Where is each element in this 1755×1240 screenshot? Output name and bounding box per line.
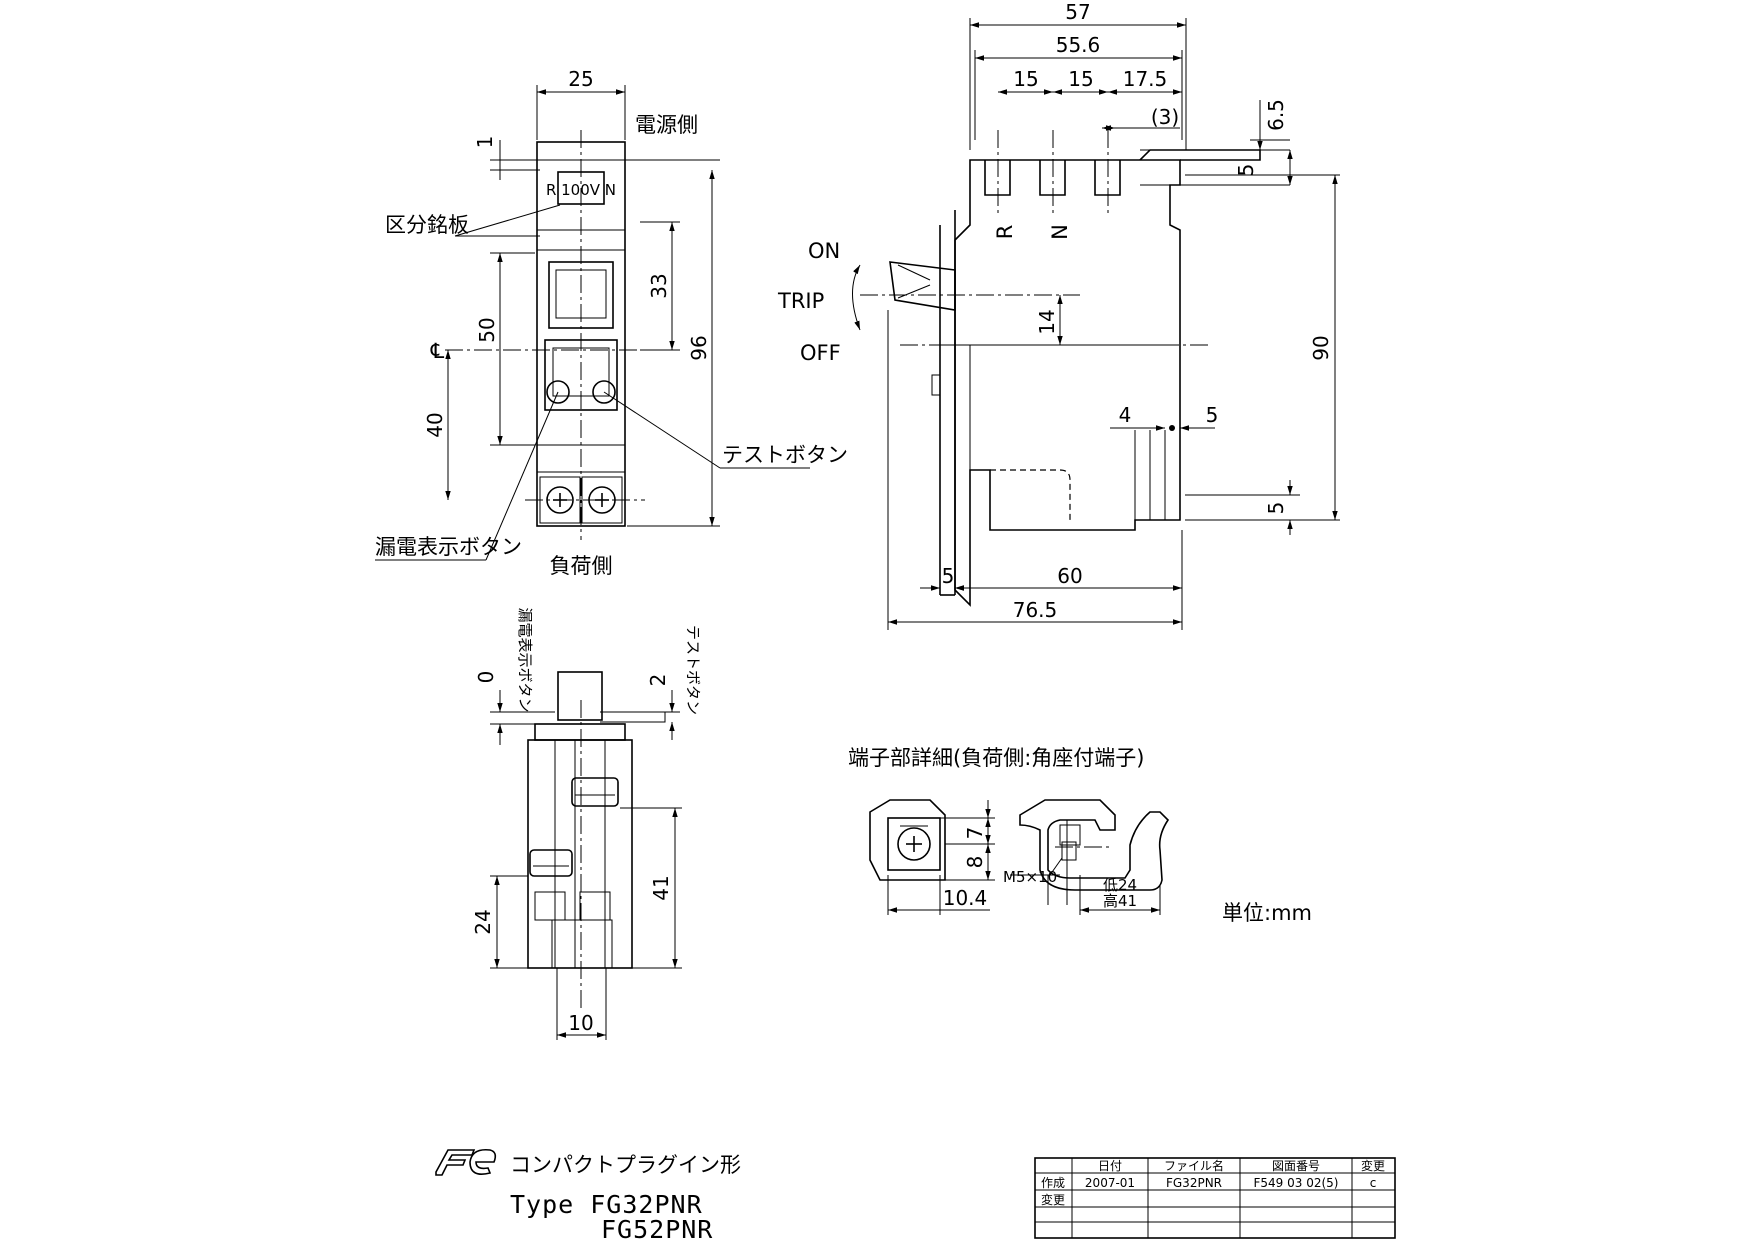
side-view: R N ON TRIP OFF 57 55.6 15 15 17.5 (3) 6… bbox=[777, 0, 1340, 630]
title-block: 日付 ファイル名 図面番号 変更 作成 2007-01 FG32PNR F549… bbox=[1034, 1157, 1396, 1239]
tb-row2-label: 変更 bbox=[1041, 1192, 1065, 1207]
dim-5-left: 5 bbox=[942, 564, 955, 588]
front-view: R 100V N 25 1 96 33 bbox=[375, 67, 848, 578]
tb-header-drawing: 図面番号 bbox=[1272, 1159, 1320, 1173]
dim-5-top: 5 bbox=[1234, 164, 1258, 177]
tb-row1-label: 作成 bbox=[1041, 1176, 1065, 1190]
high-spec-label: 高41 bbox=[1103, 892, 1137, 910]
dim-17-5: 17.5 bbox=[1123, 67, 1168, 91]
bottom-leak-button-label: 漏電表示ボタン bbox=[516, 607, 534, 712]
dim-15b: 15 bbox=[1068, 67, 1093, 91]
bottom-body-outline bbox=[527, 739, 633, 969]
dim-60: 60 bbox=[1057, 564, 1082, 588]
screw-spec-label: M5×10 bbox=[1003, 868, 1057, 886]
dim-57: 57 bbox=[1065, 0, 1090, 24]
dim-width: 25 bbox=[568, 67, 593, 91]
tb-row1-file: FG32PNR bbox=[1166, 1176, 1222, 1190]
tb-row1-date: 2007-01 bbox=[1085, 1176, 1135, 1190]
name-plate-label: 区分銘板 bbox=[385, 213, 469, 237]
dim-55-6: 55.6 bbox=[1056, 33, 1101, 57]
dim-33: 33 bbox=[647, 273, 671, 298]
centerline-symbol: ℄ bbox=[428, 339, 447, 363]
tb-header-date: 日付 bbox=[1098, 1159, 1122, 1173]
dim-50: 50 bbox=[475, 317, 499, 342]
dim-top-gap: 1 bbox=[473, 136, 497, 149]
terminal-detail-title: 端子部詳細(負荷側:角座付端子) bbox=[848, 746, 1144, 770]
dim-4: 4 bbox=[1119, 403, 1132, 427]
on-label: ON bbox=[808, 239, 840, 263]
tb-header-change: 変更 bbox=[1361, 1158, 1385, 1173]
terminal-detail: 端子部詳細(負荷側:角座付端子) 7 8 10.4 M5×10 低24 高41 bbox=[848, 746, 1170, 915]
dim-0: 0 bbox=[474, 671, 498, 684]
off-label: OFF bbox=[800, 341, 841, 365]
toggle-handle bbox=[889, 261, 956, 311]
dim-7: 7 bbox=[963, 827, 987, 840]
leak-button-label: 漏電表示ボタン bbox=[375, 535, 522, 559]
dim-3: (3) bbox=[1151, 105, 1179, 129]
product-type-2: FG52PNR bbox=[601, 1215, 713, 1240]
dim-41: 41 bbox=[649, 875, 673, 900]
dim-5-bot: 5 bbox=[1264, 502, 1288, 515]
test-button bbox=[592, 380, 616, 404]
leak-indicator-button bbox=[546, 380, 570, 404]
tb-row1-drawing: F549 03 02(5) bbox=[1254, 1176, 1339, 1190]
fuji-logo bbox=[435, 1148, 497, 1176]
dim-90: 90 bbox=[1309, 335, 1333, 360]
dim-6-5: 6.5 bbox=[1264, 99, 1288, 131]
product-series: コンパクトプラグイン形 bbox=[510, 1153, 741, 1177]
dim-2: 2 bbox=[646, 674, 670, 687]
dim-10: 10 bbox=[568, 1011, 593, 1035]
dim-76-5: 76.5 bbox=[1013, 598, 1058, 622]
dim-8: 8 bbox=[963, 856, 987, 869]
dim-10-4: 10.4 bbox=[943, 886, 988, 910]
dim-24: 24 bbox=[471, 909, 495, 934]
terminal-r-label: R bbox=[993, 225, 1017, 240]
product-type-1: Type FG32PNR bbox=[510, 1190, 703, 1219]
load-side-label: 負荷側 bbox=[550, 554, 613, 578]
dim-total-height: 96 bbox=[687, 335, 711, 360]
dim-15a: 15 bbox=[1013, 67, 1038, 91]
product-info: コンパクトプラグイン形 Type FG32PNR FG52PNR bbox=[435, 1148, 741, 1240]
bottom-test-button-label: テストボタン bbox=[684, 625, 702, 715]
tb-row1-change: c bbox=[1370, 1176, 1377, 1190]
unit-label: 単位:mm bbox=[1222, 901, 1312, 925]
trip-label: TRIP bbox=[777, 289, 824, 313]
dim-14: 14 bbox=[1035, 309, 1059, 334]
dim-40: 40 bbox=[423, 412, 447, 437]
terminal-n-label: N bbox=[1048, 224, 1072, 240]
dim-5-mid: 5 bbox=[1206, 403, 1219, 427]
tb-header-file: ファイル名 bbox=[1164, 1158, 1224, 1173]
low-spec-label: 低24 bbox=[1103, 876, 1137, 894]
test-button-label: テストボタン bbox=[722, 443, 848, 467]
line-side-label: 電源側 bbox=[635, 113, 698, 137]
bottom-view: 0 漏電表示ボタン 2 テストボタン 41 24 10 bbox=[471, 607, 702, 1040]
